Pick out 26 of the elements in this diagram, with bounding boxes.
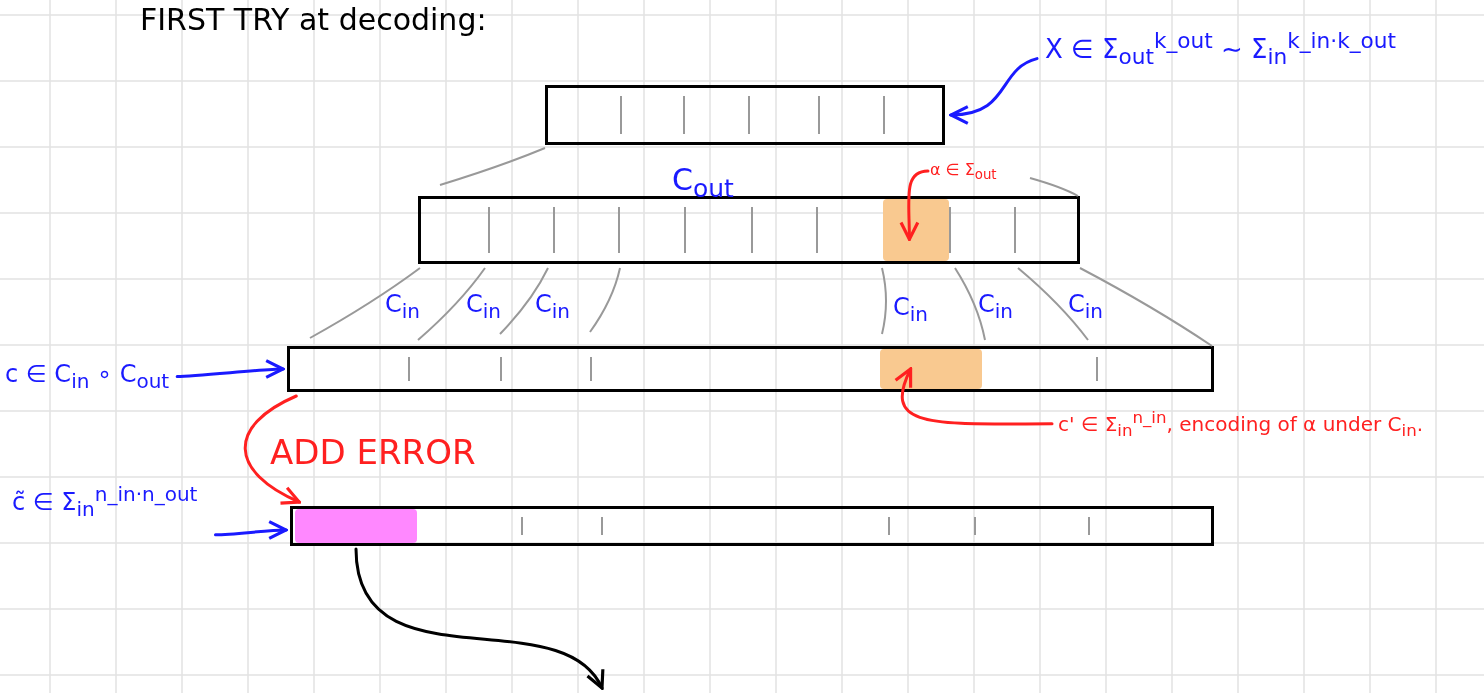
code-label: C$_{in}$: [978, 290, 1013, 323]
arrow: [175, 359, 285, 380]
math-annotation: α ∈ Σ$_{out}$: [930, 160, 997, 183]
arrow: [899, 169, 930, 241]
arrow: [243, 394, 301, 504]
title: FIRST TRY at decoding:: [140, 2, 487, 37]
highlighted-segment: [295, 509, 417, 543]
math-annotation: c ∈ C$_{in}$ ∘ C$_{out}$: [5, 360, 170, 393]
math-annotation: c' ∈ Σ$_{in}$$^{n_in}$, encoding of α under C$_{in}$.: [1058, 408, 1424, 440]
code-label: C$_{in}$: [385, 290, 420, 323]
arrow: [894, 367, 1054, 426]
code-label: C$_{in}$: [535, 290, 570, 323]
codeword-bar: [545, 85, 945, 145]
highlighted-segment: [883, 199, 949, 261]
arrow: [949, 57, 1039, 124]
arrow: [213, 520, 288, 541]
code-label: C$_{out}$: [672, 162, 734, 203]
code-label: C$_{in}$: [893, 293, 928, 326]
highlighted-segment: [880, 349, 982, 389]
code-label: C$_{in}$: [1068, 290, 1103, 323]
codeword-bar: [290, 506, 1214, 546]
edge-label: ADD ERROR: [270, 432, 476, 472]
code-label: C$_{in}$: [466, 290, 501, 323]
codeword-bar: [287, 346, 1214, 392]
arrow: [354, 547, 604, 690]
codeword-bar: [418, 196, 1080, 264]
